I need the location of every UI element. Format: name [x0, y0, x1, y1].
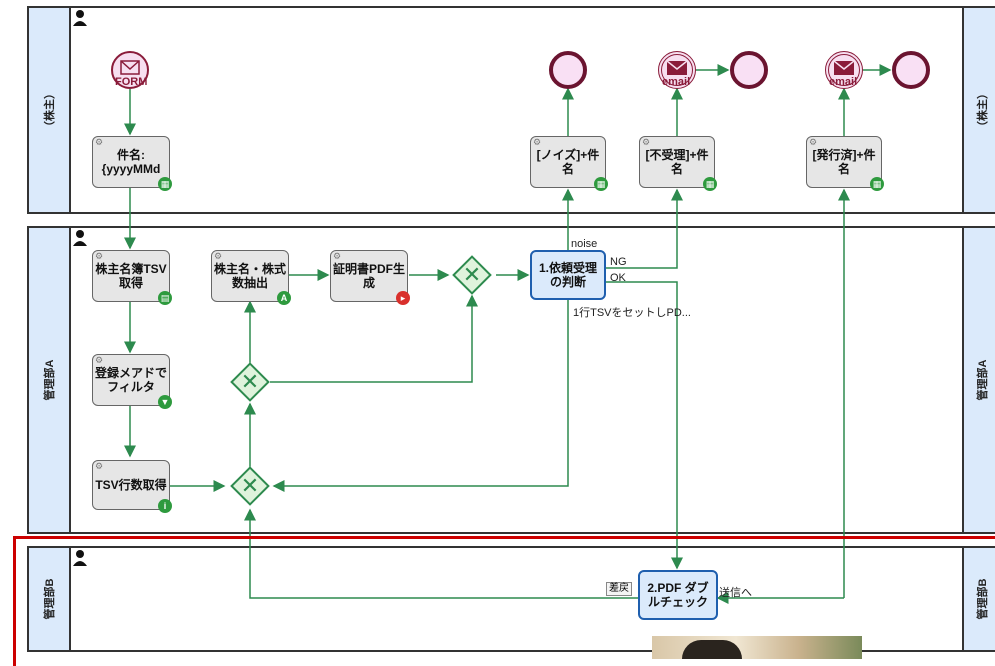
calculator-icon: ▦	[594, 177, 608, 191]
task-label: 株主名・株式数抽出	[214, 262, 287, 290]
flow-label-send: 送信へ	[719, 587, 752, 599]
start-event-label: FORM	[115, 76, 148, 88]
gear-icon: ⚙	[95, 137, 104, 147]
task-subject[interactable]: ⚙ 件名: {yyyyMMd	[92, 136, 170, 188]
envelope-filled-icon	[667, 61, 687, 75]
task-reject-subject[interactable]: ⚙ [不受理]+件名	[639, 136, 715, 188]
flow-label-noise: noise	[571, 238, 598, 250]
task-count-rows[interactable]: ⚙ TSV行数取得	[92, 460, 170, 510]
gear-icon: ⚙	[533, 137, 542, 147]
envelope-filled-icon	[834, 61, 854, 75]
lane-label-admin-a-right: 管理部A	[962, 226, 995, 534]
task-generate-pdf[interactable]: ⚙ 証明書PDF生成	[330, 250, 408, 302]
info-icon: i	[158, 499, 172, 513]
email-label: email	[829, 76, 858, 88]
task-label: [不受理]+件名	[645, 148, 709, 176]
flow-label-tsv-set: 1行TSVをセットしPD...	[573, 307, 691, 319]
pdf-icon: ▸	[396, 291, 410, 305]
close-x-icon: ✕	[240, 473, 260, 498]
close-x-icon: ✕	[462, 262, 482, 287]
task-label: TSV行数取得	[95, 478, 167, 492]
lane-label-shareholder-right: （株主）	[962, 6, 995, 214]
filter-icon: ▼	[158, 395, 172, 409]
task-label: 証明書PDF生成	[333, 262, 406, 290]
flow	[606, 281, 683, 570]
end-event-noise[interactable]	[549, 51, 587, 89]
end-event-reject[interactable]	[730, 51, 768, 89]
flow-label-ok: OK	[610, 272, 626, 284]
gear-icon: ⚙	[214, 251, 223, 261]
gear-icon: ⚙	[642, 137, 651, 147]
task-label: [ノイズ]+件名	[536, 148, 600, 176]
person-silhouette	[682, 640, 742, 659]
person-icon	[73, 10, 87, 26]
webcam-thumbnail	[652, 636, 862, 659]
task-filter-email[interactable]: ⚙ 登録メアドでフィルタ	[92, 354, 170, 406]
task-label: 株主名簿TSV取得	[95, 262, 167, 290]
calculator-icon: ▦	[703, 177, 717, 191]
gear-icon: ⚙	[333, 251, 342, 261]
task-label: 登録メアドでフィルタ	[95, 366, 168, 394]
task-extract[interactable]: ⚙ 株主名・株式数抽出	[211, 250, 289, 302]
gear-icon: ⚙	[95, 355, 104, 365]
flow-label-ng: NG	[610, 256, 627, 268]
task-issued-subject[interactable]: ⚙ [発行済]+件名	[806, 136, 882, 188]
gear-icon: ⚙	[95, 251, 104, 261]
lane-label-admin-b-right: 管理部B	[962, 546, 995, 652]
envelope-icon	[120, 60, 140, 75]
task-label: 1.依頼受理の判断	[538, 261, 597, 289]
lane-label-shareholder-left: （株主）	[27, 6, 71, 214]
task-noise-subject[interactable]: ⚙ [ノイズ]+件名	[530, 136, 606, 188]
flow	[244, 508, 638, 599]
person-icon	[73, 230, 87, 246]
calculator-icon: ▦	[870, 177, 884, 191]
task-label: 件名: {yyyyMMd	[101, 148, 161, 176]
lane-admin-b	[69, 546, 964, 652]
task-judge-request[interactable]: 1.依頼受理の判断	[530, 250, 606, 300]
flow	[272, 300, 569, 492]
flow	[270, 294, 478, 383]
end-event-issued[interactable]	[892, 51, 930, 89]
flow-label-back: 差戻	[606, 582, 632, 596]
document-icon: ▤	[158, 291, 172, 305]
task-label: [発行済]+件名	[812, 148, 876, 176]
gear-icon: ⚙	[809, 137, 818, 147]
task-label: 2.PDF ダブルチェック	[647, 581, 709, 609]
flow	[606, 188, 683, 269]
letter-a-icon: A	[277, 291, 291, 305]
calculator-icon: ▦	[158, 177, 172, 191]
task-pdf-double-check[interactable]: 2.PDF ダブルチェック	[638, 570, 718, 620]
task-get-tsv[interactable]: ⚙ 株主名簿TSV取得	[92, 250, 170, 302]
selection-highlight	[13, 536, 995, 666]
close-x-icon: ✕	[240, 369, 260, 394]
email-label: email	[662, 76, 691, 88]
gear-icon: ⚙	[95, 461, 104, 471]
person-icon	[73, 550, 87, 566]
